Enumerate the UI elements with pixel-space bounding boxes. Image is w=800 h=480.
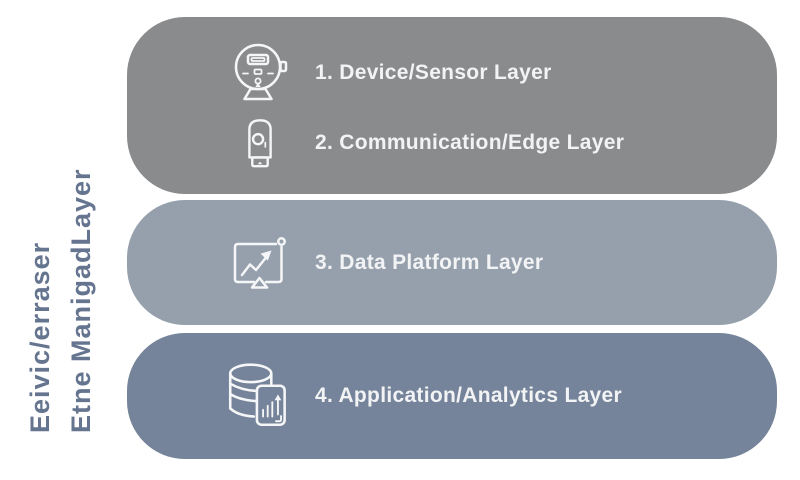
layer-bands: 1. Device/Sensor Layer 2. Communication/… — [127, 17, 777, 459]
side-caption: Eeivic/erraser Etne ManigadLayer — [20, 133, 102, 433]
side-caption-line-2: Etne ManigadLayer — [66, 168, 96, 433]
sensor-device-icon — [205, 113, 315, 173]
chart-board-icon — [205, 230, 315, 296]
layer-label-data-platform: 3. Data Platform Layer — [315, 250, 544, 274]
layer-row-data-platform: 3. Data Platform Layer — [127, 200, 777, 325]
smart-meter-icon — [205, 37, 315, 109]
band-application-analytics: 4. Application/Analytics Layer — [127, 333, 777, 459]
band-device-communication: 1. Device/Sensor Layer 2. Communication/… — [127, 17, 777, 194]
band-data-platform: 3. Data Platform Layer — [127, 200, 777, 325]
database-report-icon — [205, 357, 315, 435]
side-caption-line-1: Eeivic/erraser — [25, 241, 55, 433]
layer-row-communication-edge: 2. Communication/Edge Layer — [127, 109, 777, 176]
layer-label-application-analytics: 4. Application/Analytics Layer — [315, 384, 622, 407]
layer-label-device-sensor: 1. Device/Sensor Layer — [315, 61, 552, 84]
layer-row-application-analytics: 4. Application/Analytics Layer — [127, 333, 777, 459]
layer-row-device-sensor: 1. Device/Sensor Layer — [127, 37, 777, 109]
layer-label-communication-edge: 2. Communication/Edge Layer — [315, 130, 625, 154]
